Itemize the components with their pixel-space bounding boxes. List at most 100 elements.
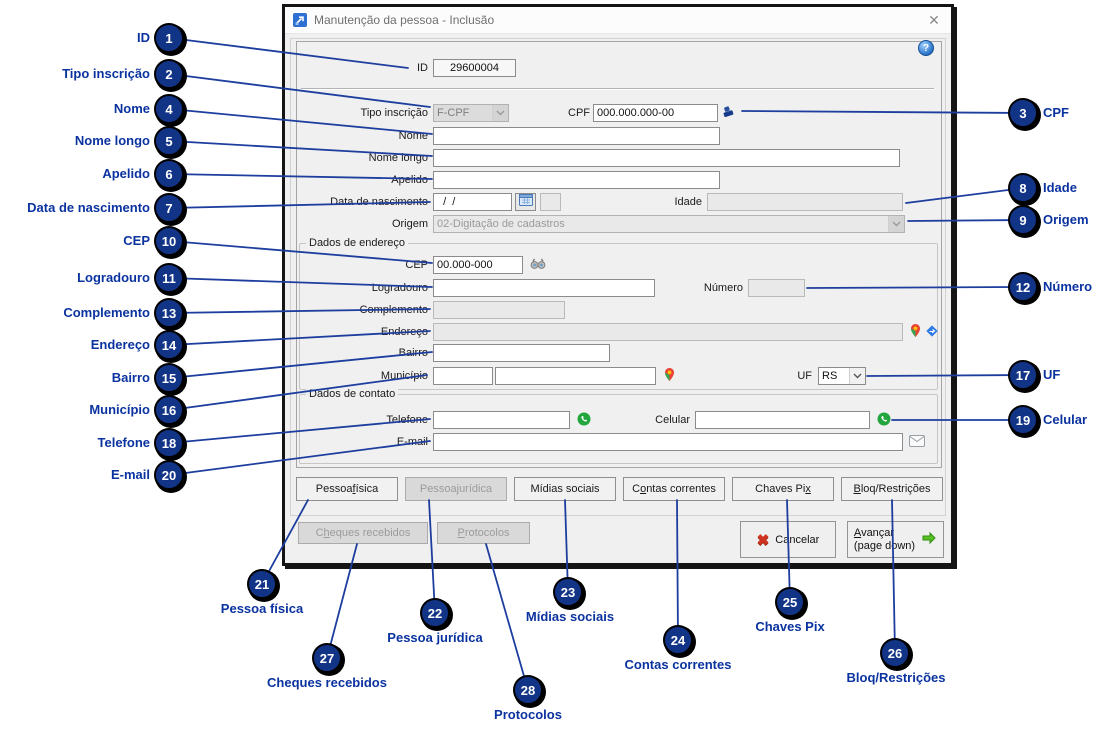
advance-button[interactable]: Avançar (page down): [847, 521, 944, 558]
nome-label: Nome: [398, 130, 428, 142]
apelido-label: Apelido: [391, 174, 428, 186]
email-field[interactable]: [433, 433, 903, 451]
google-maps-pin-icon[interactable]: [663, 367, 676, 383]
annotation-circle: 3: [1008, 98, 1038, 128]
annotation-circle: 7: [154, 193, 184, 223]
advance-arrow-icon: [921, 531, 937, 548]
email-label: E-mail: [396, 436, 428, 448]
annotation-circle: 13: [154, 298, 184, 328]
annotation-label: Município: [89, 402, 150, 417]
apelido-field[interactable]: [433, 171, 720, 189]
celular-field[interactable]: [695, 411, 870, 429]
cpf-field[interactable]: [593, 104, 718, 122]
annotation-circle: 18: [154, 428, 184, 458]
annotation-circle: 25: [775, 587, 805, 617]
annotation-circle: 19: [1008, 405, 1038, 435]
contato-group-label: Dados de contato: [306, 388, 399, 400]
annotation-label: CPF: [1043, 105, 1069, 120]
uf-value: RS: [822, 370, 838, 382]
annotation-label: Número: [1043, 279, 1093, 294]
annotation-label: Mídias sociais: [525, 609, 615, 624]
whatsapp-icon[interactable]: [877, 412, 891, 426]
annotation-label: Chaves Pix: [755, 619, 825, 634]
tab-midias-sociais[interactable]: Mídias sociais: [514, 477, 616, 501]
cep-label: CEP: [405, 259, 428, 271]
cancel-button[interactable]: ✖ Cancelar: [740, 521, 836, 558]
complemento-label: Complemento: [359, 304, 428, 316]
annotation-circle: 9: [1008, 205, 1038, 235]
annotation-label: Logradouro: [77, 270, 150, 285]
annotation-circle: 11: [154, 263, 184, 293]
separator: [301, 88, 934, 90]
annotation-label: Idade: [1043, 180, 1077, 195]
binoculars-search-icon[interactable]: [530, 257, 546, 270]
municipio-name-field[interactable]: [495, 367, 656, 385]
cpf-validate-icon[interactable]: [721, 105, 735, 119]
idade-label: Idade: [674, 196, 702, 208]
nome-longo-field[interactable]: [433, 149, 900, 167]
app-logo-icon: [293, 13, 307, 27]
dialog-manutencao-pessoa: Manutenção da pessoa - Inclusão ✕ ? ID T…: [282, 4, 954, 566]
endereco-label: Endereço: [380, 326, 428, 338]
annotation-label: Pessoa jurídica: [387, 630, 483, 645]
annotation-circle: 5: [154, 126, 184, 156]
bairro-field[interactable]: [433, 344, 610, 362]
telefone-field[interactable]: [433, 411, 570, 429]
email-envelope-icon[interactable]: [909, 435, 925, 447]
annotation-circle: 28: [513, 675, 543, 705]
tipo-inscricao-label: Tipo inscrição: [360, 107, 428, 119]
cep-field[interactable]: [433, 256, 523, 274]
uf-combo[interactable]: RS: [818, 367, 866, 385]
annotation-circle: 10: [154, 226, 184, 256]
annotation-circle: 6: [154, 159, 184, 189]
data-nascimento-field[interactable]: [433, 193, 512, 211]
advance-sublabel: (page down): [853, 539, 916, 552]
annotation-label: Apelido: [102, 166, 150, 181]
calendar-button[interactable]: [515, 193, 536, 211]
directions-icon[interactable]: [925, 324, 939, 338]
logradouro-field[interactable]: [433, 279, 655, 297]
annotation-label: Contas correntes: [624, 657, 732, 672]
cancel-label: Cancelar: [775, 533, 820, 546]
chevron-down-icon: [849, 368, 865, 384]
municipio-label: Município: [380, 370, 428, 382]
logradouro-label: Logradouro: [371, 282, 428, 294]
numero-field: [748, 279, 805, 297]
annotation-label: Tipo inscrição: [62, 66, 150, 81]
annotation-label: Bairro: [111, 370, 150, 385]
annotation-circle: 12: [1008, 272, 1038, 302]
data-nascimento-label: Data de nascimento: [330, 196, 428, 208]
google-maps-pin-icon[interactable]: [909, 323, 922, 339]
complemento-field: [433, 301, 565, 319]
annotation-label: Protocolos: [494, 707, 562, 722]
help-icon[interactable]: ?: [918, 40, 934, 56]
annotation-label: Bloq/Restrições: [846, 670, 946, 685]
annotation-circle: 2: [154, 59, 184, 89]
annotation-circle: 4: [154, 94, 184, 124]
annotation-circle: 8: [1008, 173, 1038, 203]
municipio-code-field[interactable]: [433, 367, 493, 385]
whatsapp-icon[interactable]: [577, 412, 591, 426]
tipo-inscricao-combo: F-CPF: [433, 104, 509, 122]
title-bar: Manutenção da pessoa - Inclusão ✕: [285, 7, 951, 34]
close-icon[interactable]: ✕: [928, 11, 940, 28]
annotation-label: CEP: [123, 233, 150, 248]
tipo-inscricao-value: F-CPF: [437, 107, 470, 119]
annotation-label: Pessoa física: [220, 601, 304, 616]
uf-label: UF: [797, 370, 812, 382]
annotation-label: Endereço: [90, 337, 150, 352]
nome-field[interactable]: [433, 127, 720, 145]
annotation-circle: 21: [247, 569, 277, 599]
contato-groupbox: Dados de contato: [299, 388, 938, 464]
origem-combo: 02-Digitação de cadastros: [433, 215, 905, 233]
annotation-circle: 26: [880, 638, 910, 668]
annotation-circle: 16: [154, 395, 184, 425]
celular-label: Celular: [655, 414, 690, 426]
origem-label: Origem: [391, 218, 428, 230]
advance-label: Avançar: [853, 526, 895, 539]
